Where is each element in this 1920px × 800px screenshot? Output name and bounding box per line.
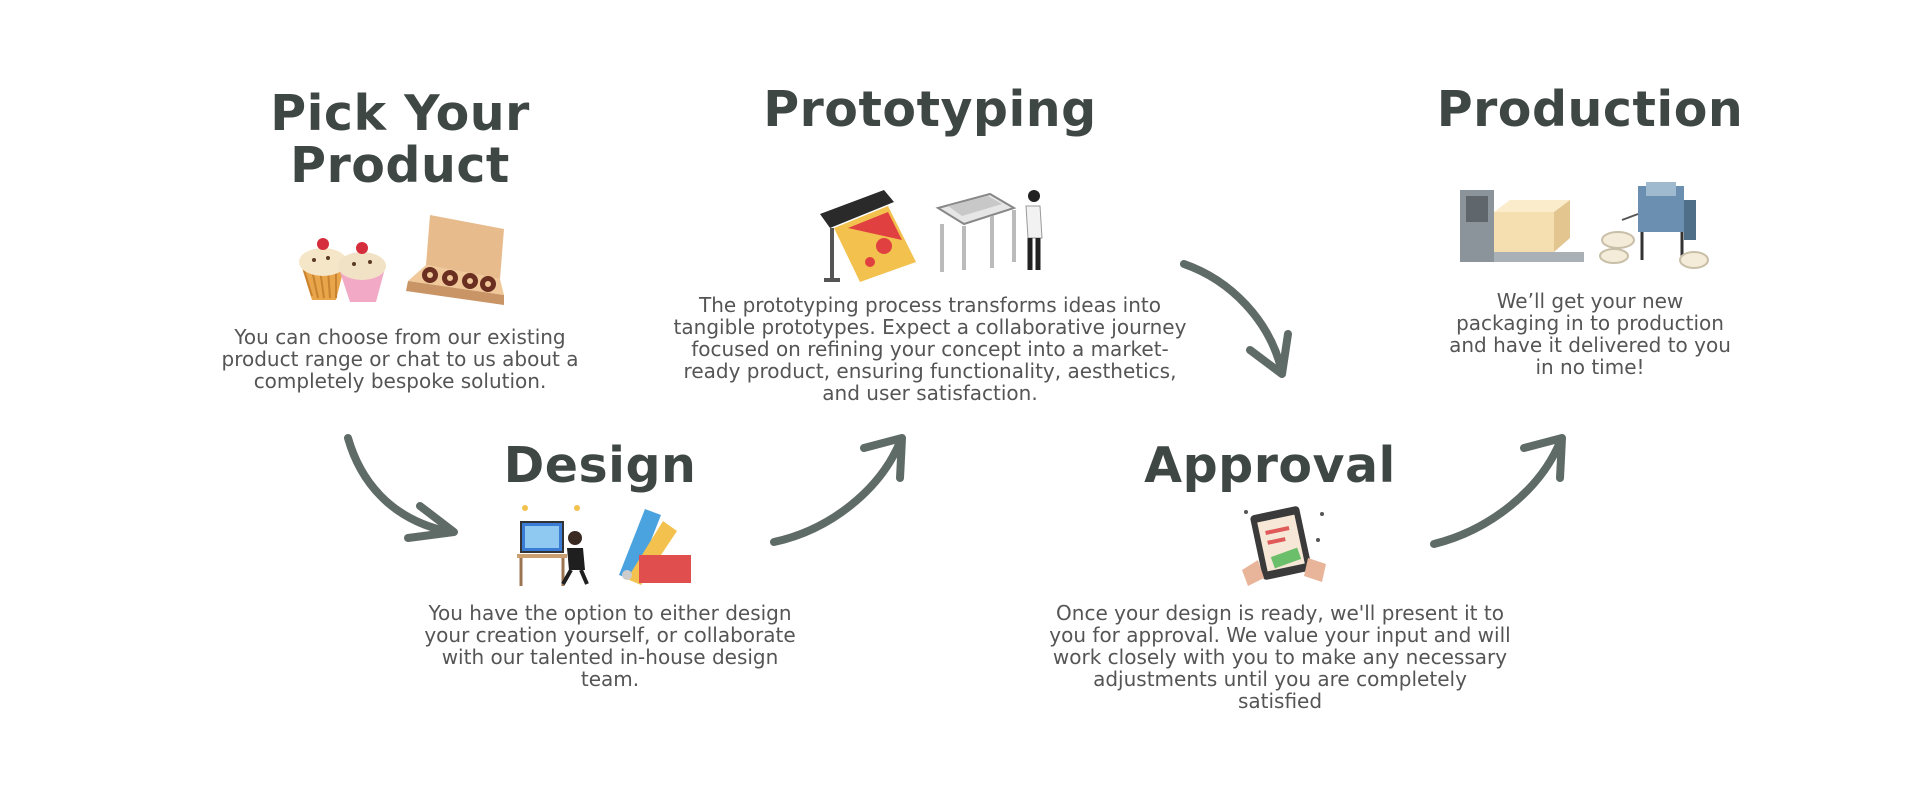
donut-box-icon xyxy=(400,215,508,318)
approval-clipboard-icon xyxy=(1238,500,1330,597)
step-pick-product-desc: You can choose from our existing product… xyxy=(190,326,610,392)
paper-roll-machine-icon xyxy=(1598,180,1710,277)
factory-machine-icon xyxy=(1456,186,1586,271)
desc-line: The prototyping process transforms ideas… xyxy=(699,293,1161,317)
desc-line: you for approval. We value your input an… xyxy=(1049,623,1511,647)
step-title: Prototyping xyxy=(763,81,1097,138)
step-prototyping-desc: The prototyping process transforms ideas… xyxy=(670,294,1190,404)
title-line: Pick Your xyxy=(270,85,530,142)
desc-line: You can choose from our existing xyxy=(234,325,566,349)
desc-line: in no time! xyxy=(1535,355,1645,379)
step-production: Production xyxy=(1420,84,1760,136)
desc-line: ready product, ensuring functionality, a… xyxy=(683,359,1177,383)
arrow-approval-to-production xyxy=(1430,434,1566,548)
title-line: Product xyxy=(290,137,510,194)
step-design: Design xyxy=(465,440,735,492)
arrow-design-to-prototyping xyxy=(770,434,906,546)
cutting-table-icon xyxy=(930,186,1048,279)
step-prototyping: Prototyping xyxy=(730,84,1130,136)
step-title: Design xyxy=(503,437,697,494)
desc-line: team. xyxy=(580,667,640,691)
desc-line: your creation yourself, or collaborate xyxy=(424,623,796,647)
step-approval-desc: Once your design is ready, we'll present… xyxy=(1030,602,1530,712)
desc-line: adjustments until you are completely xyxy=(1093,667,1467,691)
desc-line: focused on refining your concept into a … xyxy=(691,337,1169,361)
desc-line: product range or chat to us about a xyxy=(221,347,579,371)
step-design-desc: You have the option to either design you… xyxy=(410,602,810,690)
desc-line: satisfied xyxy=(1237,689,1323,713)
desc-line: packaging in to production xyxy=(1456,311,1724,335)
step-pick-product: Pick Your Product xyxy=(190,88,610,192)
desc-line: and have it delivered to you xyxy=(1449,333,1731,357)
color-swatch-icon xyxy=(605,505,693,590)
step-title: Pick Your Product xyxy=(190,88,610,192)
desc-line: with our talented in-house design xyxy=(441,645,779,669)
desc-line: and user satisfaction. xyxy=(822,381,1038,405)
step-production-desc: We’ll get your new packaging in to produ… xyxy=(1420,290,1760,378)
step-title: Production xyxy=(1436,81,1744,138)
desc-line: tangible prototypes. Expect a collaborat… xyxy=(673,315,1187,339)
desc-line: You have the option to either design xyxy=(428,601,792,625)
desc-line: completely bespoke solution. xyxy=(253,369,547,393)
step-title: Approval xyxy=(1144,437,1396,494)
desc-line: Once your design is ready, we'll present… xyxy=(1056,601,1504,625)
designer-at-computer-icon xyxy=(515,500,595,593)
desc-line: work closely with you to make any necess… xyxy=(1052,645,1508,669)
arrow-prototyping-to-approval xyxy=(1180,260,1292,378)
step-approval: Approval xyxy=(1120,440,1420,492)
desc-line: We’ll get your new xyxy=(1496,289,1684,313)
arrow-pick-to-design xyxy=(344,434,458,542)
large-format-printer-icon xyxy=(812,188,922,289)
cupcakes-icon xyxy=(298,232,390,309)
